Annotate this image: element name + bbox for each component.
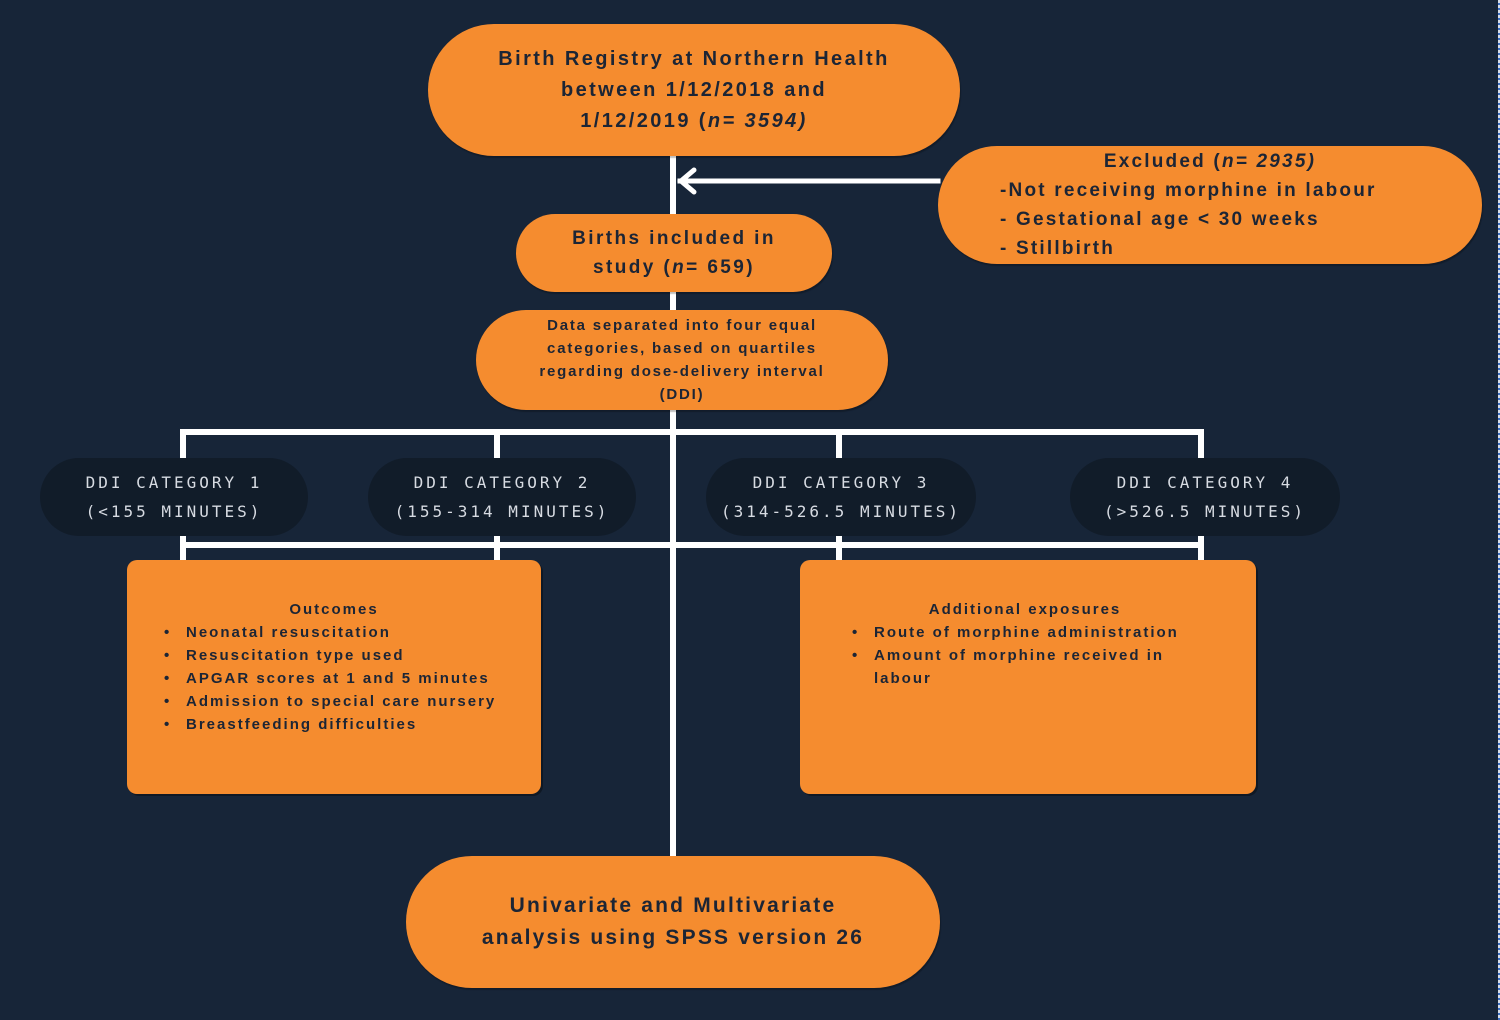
outcomes-list: • Neonatal resuscitation • Resuscitation t… [127,621,541,736]
data-separation-node: Data separated into four equal categorie… [476,310,888,410]
excluded-title: Excluded (n= 2935) [1104,147,1316,176]
registry-line-3: 1/12/2019 (n= 3594) [580,106,807,137]
bullet-icon: • [852,624,860,641]
exposure-item: • Route of morphine administration [852,621,1216,644]
outcome-text: Neonatal resuscitation [186,624,391,641]
outcome-text: APGAR scores at 1 and 5 minutes [186,670,490,687]
category-label: DDI CATEGORY 1 [85,473,263,492]
ddi-category-4-node: DDI CATEGORY 4 (>526.5 MINUTES) [1070,458,1340,536]
ddi-category-2-node: DDI CATEGORY 2 (155-314 MINUTES) [368,458,636,536]
registry-line-1: Birth Registry at Northern Health [498,47,890,70]
category-range: (>526.5 MINUTES) [1103,502,1307,521]
exposure-text: Amount of morphine received in labour [874,647,1165,687]
separation-line: regarding dose-delivery interval [539,363,825,380]
exposure-item: • Amount of morphine received in labour [852,644,1216,690]
ddi-category-3-node: DDI CATEGORY 3 (314-526.5 MINUTES) [706,458,976,536]
registry-date-end: 1/12/2019 ( [580,109,708,132]
analysis-node: Univariate and Multivariate analysis usi… [406,856,940,988]
included-study-text: study ( [593,257,673,278]
analysis-line-2: analysis using SPSS version 26 [481,926,865,949]
category-range: (314-526.5 MINUTES) [720,502,962,521]
bullet-icon: • [852,647,860,664]
exposures-heading: Additional exposures [928,601,1122,618]
outcome-text: Resuscitation type used [186,647,405,664]
category-label: DDI CATEGORY 3 [752,473,930,492]
category-label: DDI CATEGORY 4 [1116,473,1294,492]
outcomes-box: Outcomes • Neonatal resuscitation • Resusc… [127,560,541,794]
category-range: (<155 MINUTES) [85,502,263,521]
bullet-icon: • [164,670,172,687]
excluded-node: Excluded (n= 2935) -Not receiving morphi… [938,146,1482,264]
registry-n-value: = 3594) [722,109,808,132]
excluded-reason: -Not receiving morphine in labour [1000,180,1377,201]
separation-line: (DDI) [659,386,705,403]
registry-n-label: n [707,109,723,132]
included-line-1: Births included in [572,228,776,249]
included-n-label: n [672,257,687,278]
outcome-item: • APGAR scores at 1 and 5 minutes [164,667,541,690]
registry-line-2: between 1/12/2018 and [560,78,828,101]
bullet-icon: • [164,647,172,664]
separation-line: Data separated into four equal [547,317,817,334]
excluded-title-text: Excluded ( [1103,151,1222,172]
excluded-reason: - Stillbirth [1000,238,1116,259]
outcome-item: • Neonatal resuscitation [164,621,541,644]
separation-line: categories, based on quartiles [547,340,817,357]
bullet-icon: • [164,624,172,641]
ddi-category-1-node: DDI CATEGORY 1 (<155 MINUTES) [40,458,308,536]
bullet-icon: • [164,716,172,733]
bullet-icon: • [164,693,172,710]
excluded-arrow-head [677,167,697,195]
excluded-n-label: n [1221,151,1236,172]
births-included-node: Births included in study (n= 659) [516,214,832,292]
exposures-list: • Route of morphine administration • Amoun… [800,621,1256,690]
birth-registry-node: Birth Registry at Northern Health betwee… [428,24,960,156]
outcomes-heading: Outcomes [289,601,379,618]
outcome-item: • Resuscitation type used [164,644,541,667]
outcome-item: • Breastfeeding difficulties [164,713,541,736]
analysis-line-1: Univariate and Multivariate [509,894,837,917]
outcome-item: • Admission to special care nursery [164,690,541,713]
additional-exposures-box: Additional exposures • Route of morphine … [800,560,1256,794]
outcome-text: Admission to special care nursery [186,693,497,710]
excluded-n-value: = 2935) [1235,151,1317,172]
category-label: DDI CATEGORY 2 [413,473,591,492]
exposure-text: Route of morphine administration [874,624,1179,641]
outcome-text: Breastfeeding difficulties [186,716,418,733]
excluded-reason: - Gestational age < 30 weeks [1000,209,1320,230]
included-n-value: = 659) [686,257,755,278]
included-line-2: study (n= 659) [593,253,755,282]
window-edge-strip [1498,0,1500,1020]
category-range: (155-314 MINUTES) [394,502,610,521]
